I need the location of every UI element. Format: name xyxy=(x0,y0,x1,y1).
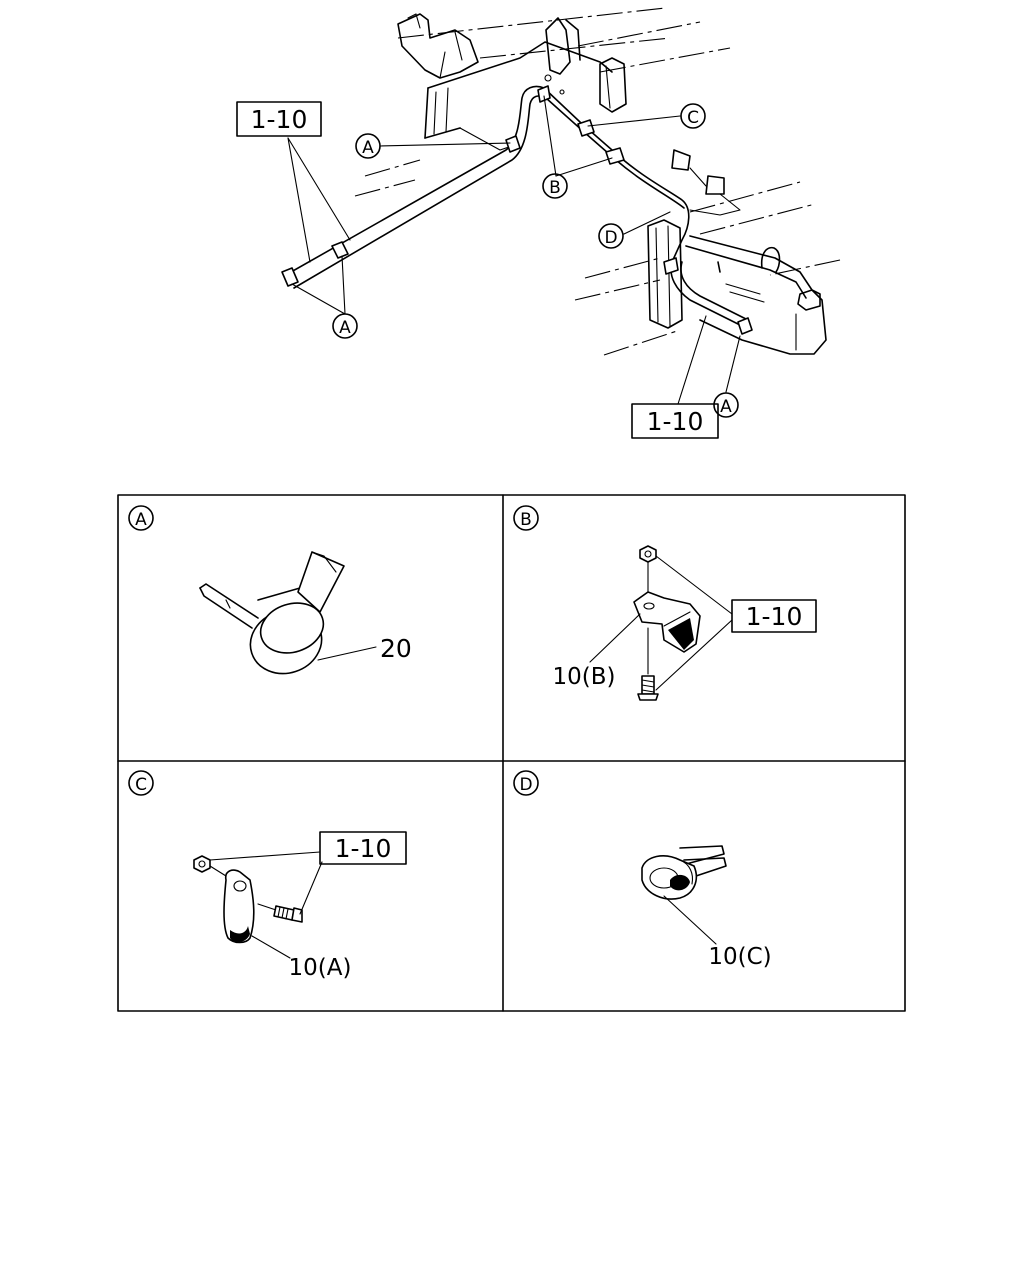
detail-b: B 1-10 10(B) xyxy=(513,505,817,701)
callout-ref-1-10-left: 1-10 xyxy=(236,101,322,137)
callout-ref-1-10-bottom: 1-10 xyxy=(631,403,719,439)
hose-clamp-icon xyxy=(199,551,345,675)
clip-bracket-icon xyxy=(633,545,701,701)
detail-c: C 1-10 10(A) xyxy=(128,770,407,981)
crossmember-channels xyxy=(599,57,741,329)
upper-bracket xyxy=(397,13,581,79)
svg-text:C: C xyxy=(687,108,699,128)
svg-text:10(C): 10(C) xyxy=(708,944,771,970)
svg-text:A: A xyxy=(339,318,351,338)
svg-text:1-10: 1-10 xyxy=(647,407,704,436)
svg-text:1-10: 1-10 xyxy=(746,602,803,631)
frame-phantom-lines xyxy=(354,7,841,356)
callout-a-lower: A xyxy=(332,313,358,339)
p-clip-icon xyxy=(193,855,303,944)
svg-text:20: 20 xyxy=(380,634,412,663)
twin-pipe-clip-icon xyxy=(641,845,727,900)
svg-text:1-10: 1-10 xyxy=(335,834,392,863)
svg-text:A: A xyxy=(362,138,374,158)
assembly-view: 1-10 1-10 A A A B C D xyxy=(236,7,841,439)
callout-a-upper: A xyxy=(355,133,381,159)
svg-text:D: D xyxy=(604,228,617,248)
pipe-clamps xyxy=(281,74,753,335)
svg-text:A: A xyxy=(135,510,147,530)
callout-a-right: A xyxy=(713,392,739,418)
detail-a: A 20 xyxy=(128,505,412,675)
svg-text:B: B xyxy=(520,510,532,530)
leader-lines xyxy=(287,95,741,405)
svg-text:A: A xyxy=(720,397,732,417)
svg-text:10(B): 10(B) xyxy=(553,664,616,690)
callout-c: C xyxy=(680,103,706,129)
svg-text:D: D xyxy=(519,775,532,795)
svg-text:10(A): 10(A) xyxy=(289,955,352,981)
callout-d: D xyxy=(598,223,624,249)
fuel-tank-lower xyxy=(685,235,827,355)
svg-text:C: C xyxy=(135,775,147,795)
detail-d: D 10(C) xyxy=(513,770,772,970)
svg-text:1-10: 1-10 xyxy=(251,105,308,134)
detail-grid xyxy=(117,494,906,1012)
callout-b: B xyxy=(542,173,568,199)
fuel-pipe xyxy=(283,85,749,327)
svg-text:B: B xyxy=(549,178,561,198)
